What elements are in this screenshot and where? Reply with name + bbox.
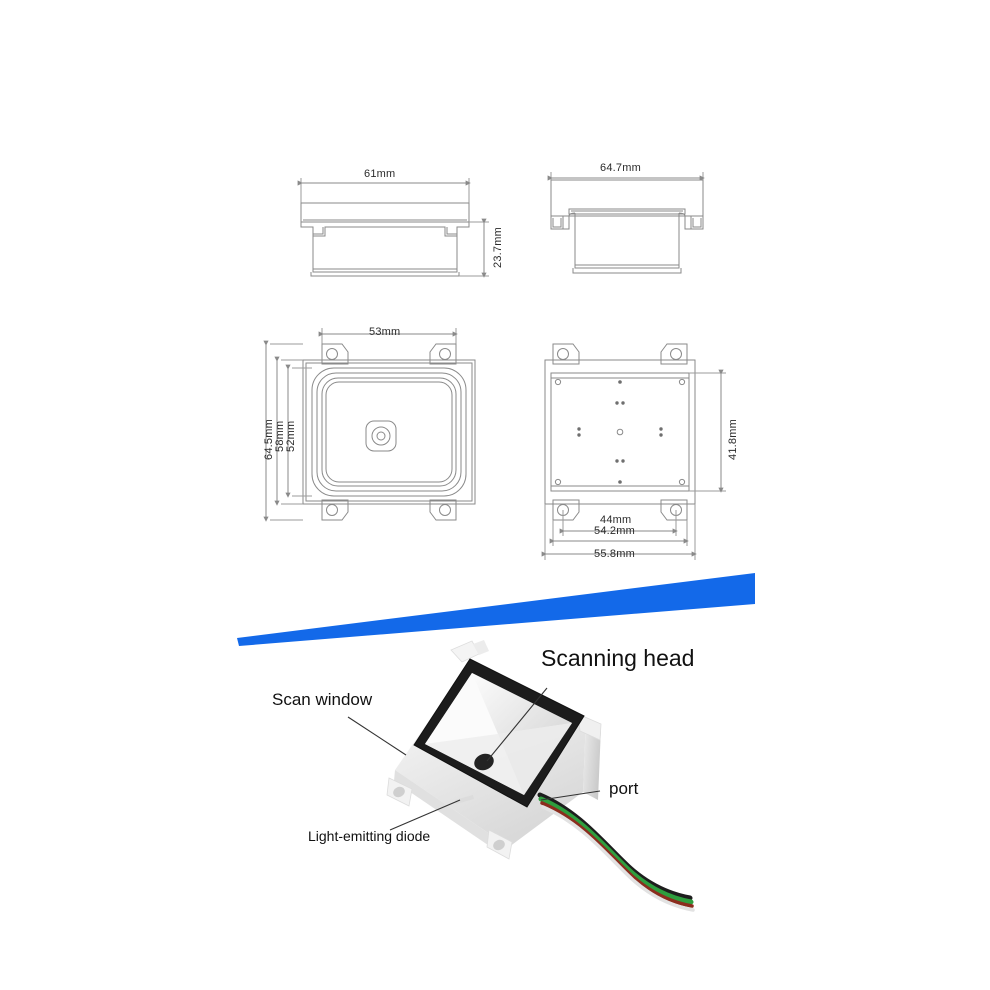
drawing-top-right-side-elevation	[547, 172, 705, 274]
drawing-bottom-left-front-plan	[263, 328, 476, 522]
callout-leader-lines	[347, 687, 601, 831]
dim-label-64-7mm: 64.7mm	[600, 162, 641, 174]
led-indicator	[455, 795, 474, 804]
dim-label-44mm: 44mm	[600, 514, 632, 526]
dim-label-53mm: 53mm	[369, 326, 401, 338]
callout-light-emitting-diode: Light-emitting diode	[308, 828, 431, 844]
dim-label-54-2mm: 54.2mm	[594, 525, 635, 537]
scanning-head-dot	[474, 753, 494, 771]
callout-scan-window: Scan window	[272, 690, 373, 709]
drawing-bottom-right-rear-plan	[541, 343, 726, 560]
callout-scanning-head: Scanning head	[541, 645, 695, 671]
cable-bundle	[537, 792, 695, 912]
callout-port: port	[609, 779, 639, 798]
dim-label-55-8mm: 55.8mm	[594, 548, 635, 560]
scanner-bezel	[413, 658, 585, 808]
drawing-top-left-side-elevation	[297, 178, 489, 278]
dim-label-61mm: 61mm	[364, 168, 396, 180]
